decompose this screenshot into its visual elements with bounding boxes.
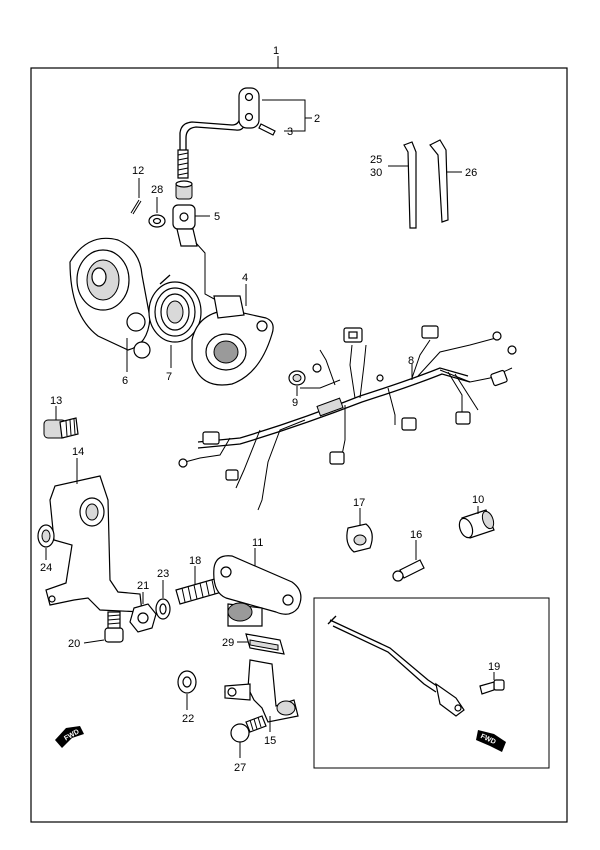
callout-28: 28: [151, 184, 163, 196]
bracket-14: [45, 475, 143, 613]
fwd-arrow-right: FWD: [476, 730, 506, 752]
nut-28: [175, 180, 193, 200]
callout-29: 29: [222, 637, 234, 649]
callout-25: 25: [370, 154, 382, 166]
callout-11: 11: [252, 537, 263, 549]
control-rod: [177, 87, 260, 179]
bolt-20: [104, 611, 124, 643]
callout-20: 20: [68, 638, 80, 650]
callout-14: 14: [72, 446, 84, 458]
bolt-13: [43, 417, 79, 439]
callout-5: 5: [214, 211, 220, 223]
callout-21: 21: [137, 580, 149, 592]
callout-10: 10: [472, 494, 484, 506]
washer-23: [155, 598, 171, 620]
callout-4: 4: [242, 272, 248, 284]
callout-6: 6: [122, 375, 128, 387]
cotter-pin: [130, 199, 142, 215]
throttle-pulley: [69, 237, 151, 359]
callout-3: 3: [287, 126, 293, 138]
callout-12: 12: [132, 165, 144, 177]
inset-frame: [313, 597, 550, 769]
callout-8: 8: [408, 355, 414, 367]
clip-29: [245, 633, 285, 655]
assembly-frame: [30, 67, 568, 823]
callout-23: 23: [157, 568, 169, 580]
terminal-16: [392, 559, 425, 582]
bolt-19: [479, 679, 505, 695]
callout-13: 13: [50, 395, 62, 407]
callout-2: 2: [314, 113, 320, 125]
rod-connector: [172, 204, 198, 247]
callout-15: 15: [264, 735, 276, 747]
bracket-15: [224, 659, 299, 723]
callout-24: 24: [40, 562, 52, 574]
fwd-arrow-left: FWD: [55, 726, 84, 748]
callout-18: 18: [189, 555, 201, 567]
mounting-plate: [213, 555, 302, 627]
callout-16: 16: [410, 529, 422, 541]
callout-17: 17: [353, 497, 365, 509]
cable-tie-25: [403, 141, 417, 229]
callout-27: 27: [234, 762, 246, 774]
callout-30: 30: [370, 167, 382, 179]
return-spring: [148, 274, 202, 343]
washer-22: [177, 670, 197, 694]
pin: [258, 123, 276, 136]
callout-19: 19: [488, 661, 500, 673]
grommet-17: [346, 523, 373, 553]
wiring-harness: [178, 325, 517, 511]
connector-10: [458, 509, 495, 539]
callout-22: 22: [182, 713, 194, 725]
callout-1: 1: [273, 45, 279, 57]
callout-26: 26: [465, 167, 477, 179]
callout-9: 9: [292, 397, 298, 409]
throttle-lever: [191, 295, 274, 386]
bushing-24: [37, 524, 55, 548]
callout-7: 7: [166, 371, 172, 383]
inset-rod: [327, 615, 465, 717]
nut-21: [129, 603, 157, 633]
bolt-27: [230, 715, 267, 743]
cable-tie-26: [429, 139, 449, 223]
grommet: [288, 370, 306, 386]
